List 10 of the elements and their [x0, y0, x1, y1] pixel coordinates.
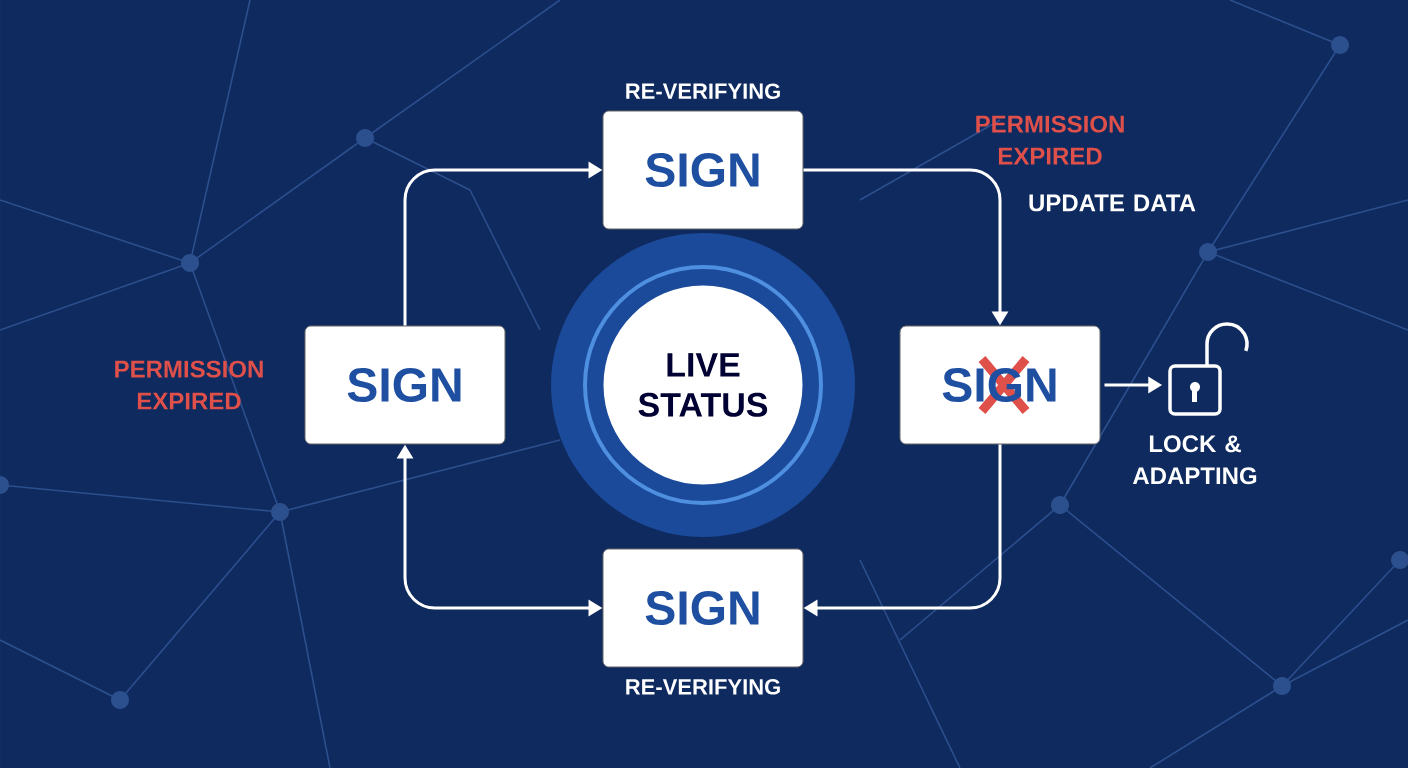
node-caption: PERMISSION EXPIRED: [115, 360, 263, 410]
node-caption: LOCK & ADAPTING: [1132, 435, 1257, 485]
process-box: SIGN: [602, 110, 804, 230]
process-box: SIGN: [602, 548, 804, 668]
process-box: SIGN: [304, 325, 506, 445]
node-caption: RE-VERIFYING: [626, 679, 780, 695]
lock-icon: [1168, 322, 1249, 416]
node-caption: RE-VERIFYING: [626, 83, 780, 99]
status-label: UPDATE DATA: [1029, 194, 1196, 212]
status-label: PERMISSION EXPIRED: [976, 115, 1124, 165]
